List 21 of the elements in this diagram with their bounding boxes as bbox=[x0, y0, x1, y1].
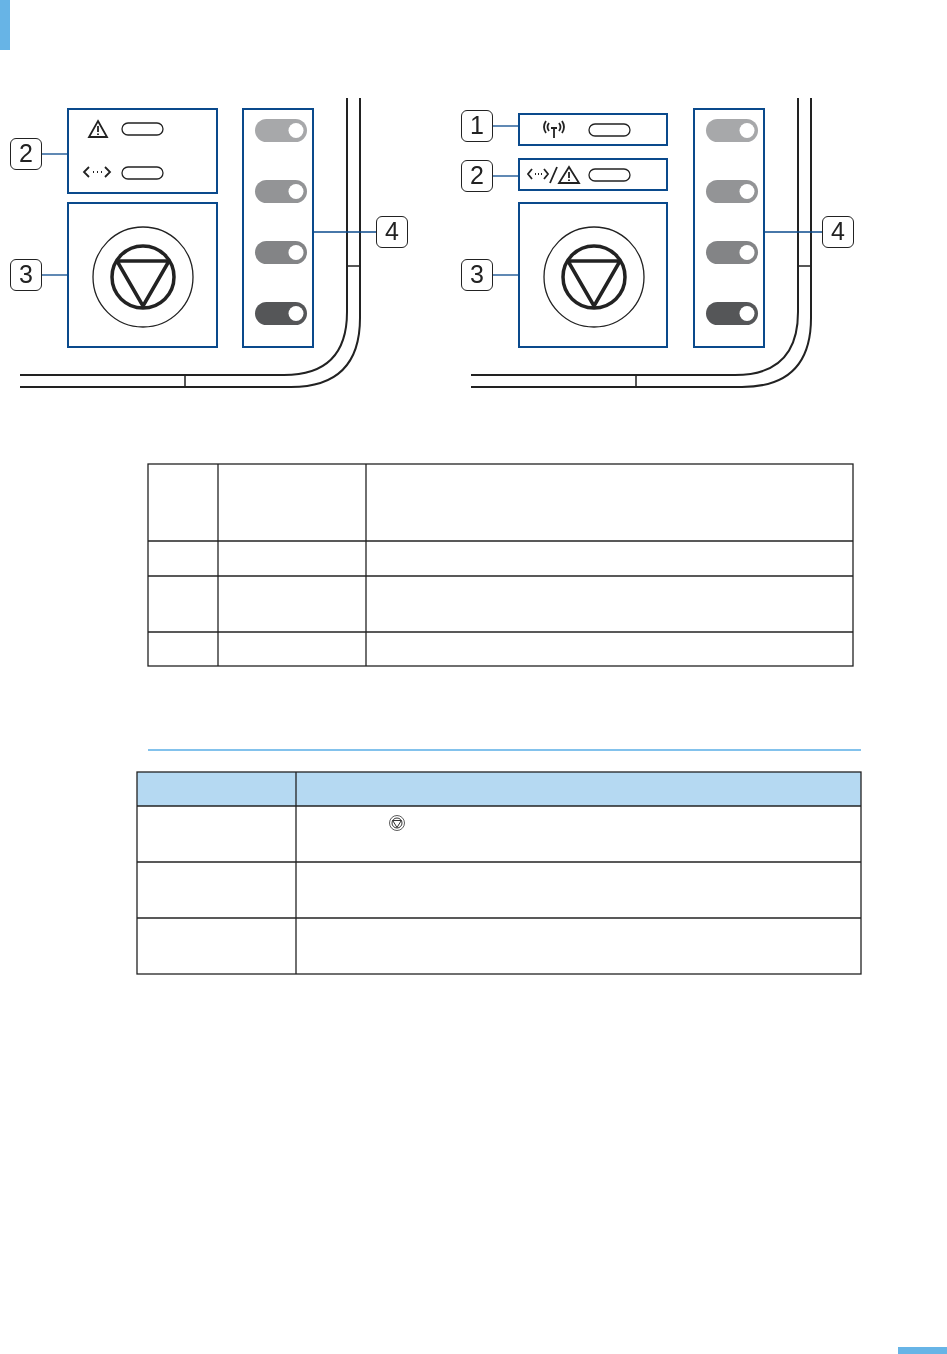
control-panel-area bbox=[693, 108, 765, 348]
callout-number: 2 bbox=[461, 160, 493, 192]
control-panel-area bbox=[67, 202, 218, 348]
callout-number: 2 bbox=[10, 138, 42, 170]
control-panel-area bbox=[518, 113, 668, 146]
leader-line bbox=[492, 175, 519, 177]
leader-line bbox=[41, 153, 68, 155]
leader-line bbox=[764, 231, 823, 233]
callout-number: 4 bbox=[822, 216, 854, 248]
callout-number: 1 bbox=[461, 110, 493, 142]
control-panel-area bbox=[67, 108, 218, 194]
control-panel-area bbox=[518, 158, 668, 191]
callout-number: 3 bbox=[10, 259, 42, 291]
leader-line bbox=[41, 274, 68, 276]
leader-line bbox=[492, 125, 519, 127]
leader-line bbox=[492, 274, 519, 276]
callout-number: 4 bbox=[376, 216, 408, 248]
control-panel-area bbox=[518, 202, 668, 348]
callout-number: 3 bbox=[461, 259, 493, 291]
control-panel-area bbox=[242, 108, 314, 348]
leader-line bbox=[313, 231, 377, 233]
